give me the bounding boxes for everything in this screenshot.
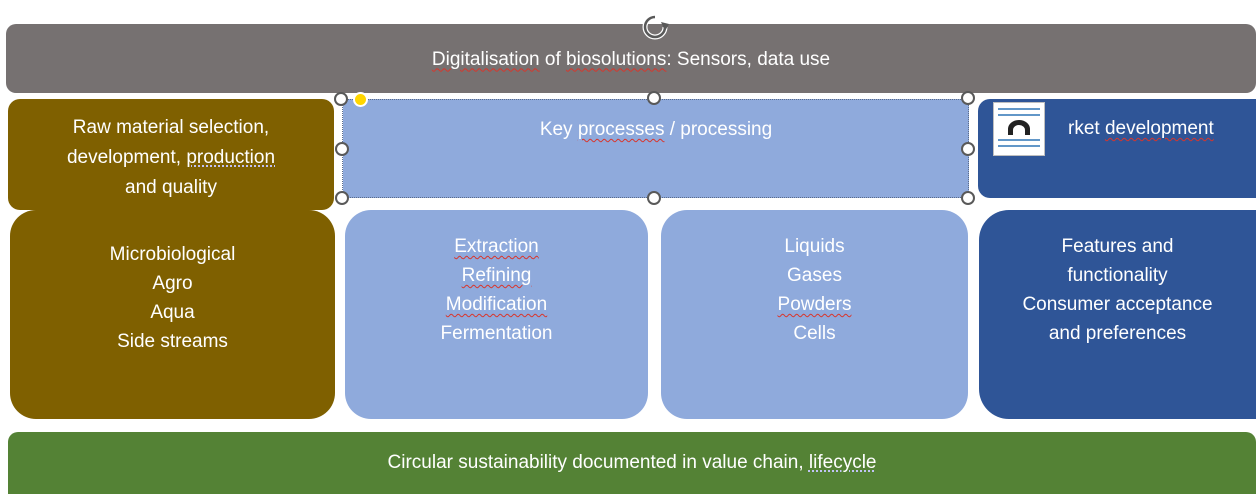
processes-item: Fermentation — [440, 323, 553, 344]
key-processes-text: Key processes / processing — [539, 119, 773, 140]
processes-item: Modification — [445, 294, 548, 315]
market-item: Consumer acceptance — [1022, 294, 1213, 315]
market-card[interactable]: Features and functionality Consumer acce… — [979, 210, 1256, 419]
sustainability-text: Circular sustainability documented in va… — [387, 452, 877, 473]
forms-card[interactable]: Liquids Gases Powders Cells — [661, 210, 968, 419]
resize-handle-top-center[interactable] — [647, 91, 661, 105]
market-item: functionality — [1067, 265, 1168, 286]
digitalisation-text: Digitalisation of biosolutions: Sensors,… — [431, 48, 831, 70]
sources-item: Side streams — [117, 331, 228, 352]
market-item: Features and — [1061, 236, 1174, 257]
processes-card[interactable]: Extraction Refining Modification Ferment… — [345, 210, 648, 419]
resize-handle-middle-right[interactable] — [961, 142, 975, 156]
resize-handle-bottom-left[interactable] — [335, 191, 349, 205]
forms-item: Gases — [787, 265, 842, 286]
raw-material-header[interactable]: Raw material selection, development, pro… — [8, 99, 334, 210]
adjust-handle[interactable] — [353, 92, 368, 107]
market-item: and preferences — [1048, 323, 1187, 344]
processes-item: Refining — [461, 265, 532, 286]
market-development-text: rket development — [1068, 118, 1214, 139]
processes-item: Extraction — [454, 236, 539, 257]
forms-item: Powders — [777, 294, 852, 315]
forms-item: Cells — [793, 323, 836, 344]
resize-handle-top-left[interactable] — [334, 92, 348, 106]
sources-item: Aqua — [150, 302, 195, 323]
raw-material-line-1: Raw material selection, — [72, 116, 270, 138]
resize-handle-middle-left[interactable] — [335, 142, 349, 156]
forms-item: Liquids — [784, 236, 845, 257]
sustainability-bar[interactable]: Circular sustainability documented in va… — [8, 432, 1256, 494]
resize-handle-bottom-right[interactable] — [961, 191, 975, 205]
raw-material-line-2: development, production — [66, 146, 276, 168]
key-processes-header[interactable]: Key processes / processing — [343, 99, 969, 198]
text-box-icon[interactable] — [993, 102, 1045, 156]
sources-item: Microbiological — [109, 244, 236, 265]
digitalisation-bar[interactable]: Digitalisation of biosolutions: Sensors,… — [6, 24, 1256, 93]
resize-handle-bottom-center[interactable] — [647, 191, 661, 205]
sources-card[interactable]: Microbiological Agro Aqua Side streams — [10, 210, 335, 419]
rotate-handle-icon[interactable] — [640, 12, 670, 42]
resize-handle-top-right[interactable] — [961, 91, 975, 105]
raw-material-line-3: and quality — [125, 176, 217, 198]
sources-item: Agro — [152, 273, 193, 294]
